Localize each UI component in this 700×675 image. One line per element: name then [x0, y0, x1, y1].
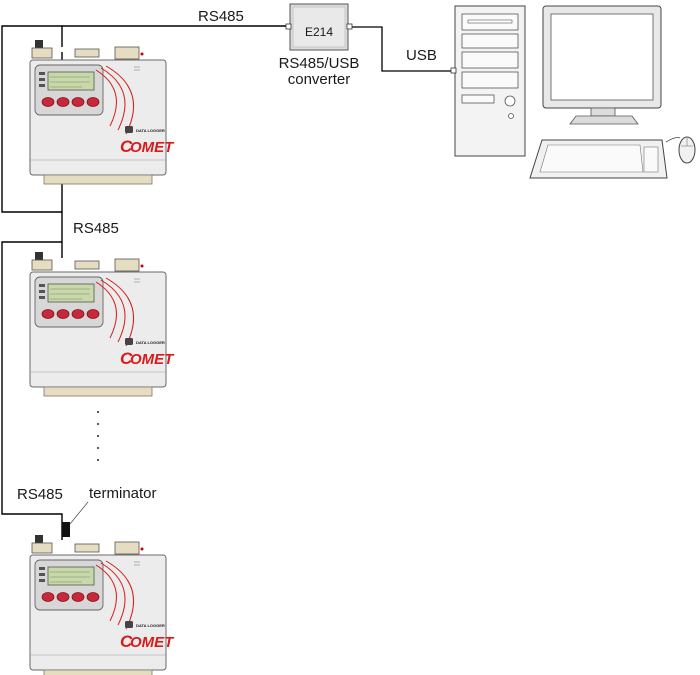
logger-3-brand-initial: C [120, 632, 133, 651]
logger-2-brand: OMET [130, 351, 175, 368]
computer-tower-icon [450, 5, 526, 157]
logger-1-brand-initial: C [120, 137, 133, 156]
data-logger-3: C OMET DATA LOGGER [29, 534, 175, 675]
e214-converter: E214 [285, 3, 353, 51]
terminator-plug [62, 501, 89, 537]
logger-2-brand-initial: C [120, 349, 133, 368]
logger-2-badge: DATA LOGGER [136, 340, 165, 345]
logger-1-brand: OMET [130, 139, 175, 156]
converter-caption-line1: RS485/USB [279, 55, 360, 72]
monitor-icon [542, 5, 662, 125]
data-logger-2: C OMET DATA LOGGER [29, 251, 175, 397]
mouse-icon [665, 136, 696, 164]
converter-model: E214 [305, 25, 333, 39]
logger-3-badge: DATA LOGGER [136, 623, 165, 628]
converter-caption-line2: converter [288, 71, 351, 88]
keyboard-icon [529, 139, 668, 179]
continuation-dots [97, 411, 99, 461]
usb-label: USB [406, 47, 437, 64]
data-logger-1: C OMET DATA LOGGER [29, 39, 175, 185]
logger-1-badge: DATA LOGGER [136, 128, 165, 133]
logger-3-brand: OMET [130, 634, 175, 651]
rs485-label-middle: RS485 [73, 220, 119, 237]
usb-cable [351, 26, 452, 72]
rs485-label-bottom: RS485 [17, 486, 63, 503]
rs485-label-top: RS485 [198, 8, 244, 25]
terminator-label: terminator [89, 485, 157, 502]
